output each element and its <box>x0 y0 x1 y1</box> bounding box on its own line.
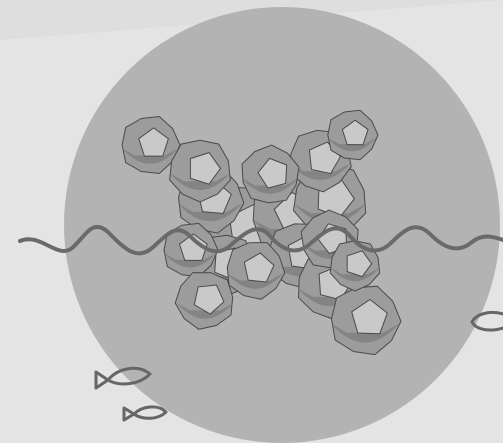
dodecahedron <box>329 240 381 292</box>
dodecahedron <box>226 242 286 300</box>
dodecahedron <box>169 139 231 203</box>
fish-icon <box>94 366 152 390</box>
wave-line <box>18 224 503 256</box>
fish-icon <box>470 310 503 332</box>
dodecahedron <box>330 285 402 356</box>
dodecahedron-cluster <box>121 109 402 356</box>
dodecahedron <box>241 144 300 204</box>
dodecahedron <box>327 109 379 161</box>
dodecahedron <box>174 272 234 330</box>
dodecahedron <box>163 222 219 278</box>
dodecahedron <box>121 115 181 175</box>
fish-icon <box>122 405 168 422</box>
